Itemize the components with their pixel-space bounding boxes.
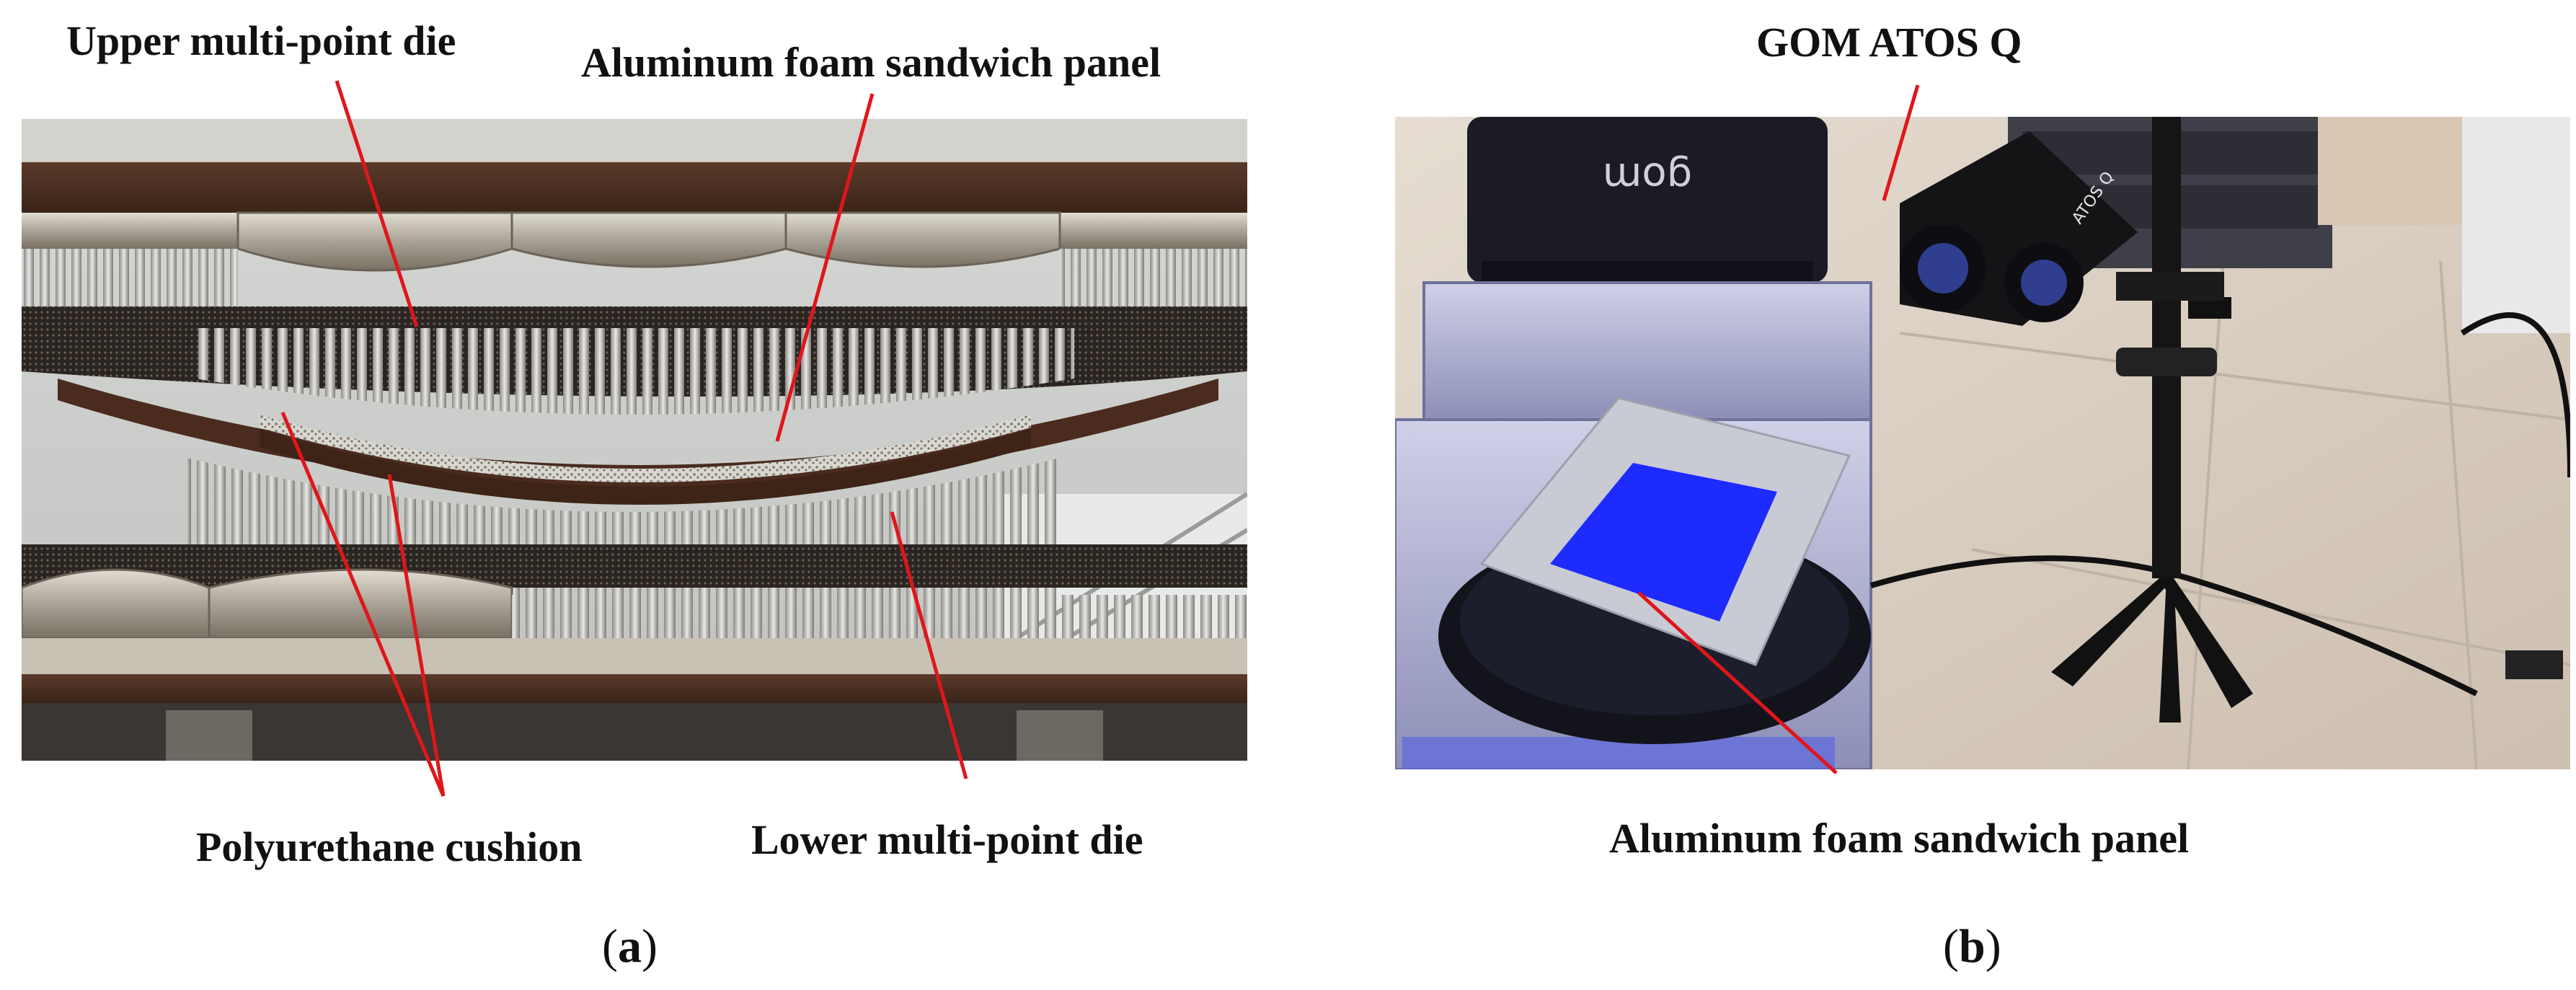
caption-letter-a: a [617, 920, 642, 973]
label-aluminum-foam-panel-b: Aluminum foam sandwich panel [1609, 815, 2190, 862]
scanner-illustration: gom ATOS Q [1395, 117, 2570, 769]
caption-panel-a: (a) [602, 920, 658, 973]
press-illustration [22, 119, 1247, 761]
photo-multipoint-die-press [22, 119, 1247, 761]
label-upper-multipoint-die: Upper multi-point die [66, 17, 456, 64]
caption-panel-b: (b) [1943, 920, 2001, 973]
photo-3d-scanner-setup: gom ATOS Q [1395, 117, 2570, 769]
case-logo-text: gom [1603, 154, 1692, 200]
label-aluminum-foam-panel-a: Aluminum foam sandwich panel [581, 39, 1161, 86]
label-gom-atos-q: GOM ATOS Q [1756, 19, 2022, 66]
label-lower-multipoint-die: Lower multi-point die [751, 816, 1143, 863]
caption-letter-b: b [1958, 920, 1986, 973]
label-polyurethane-cushion: Polyurethane cushion [196, 823, 583, 870]
